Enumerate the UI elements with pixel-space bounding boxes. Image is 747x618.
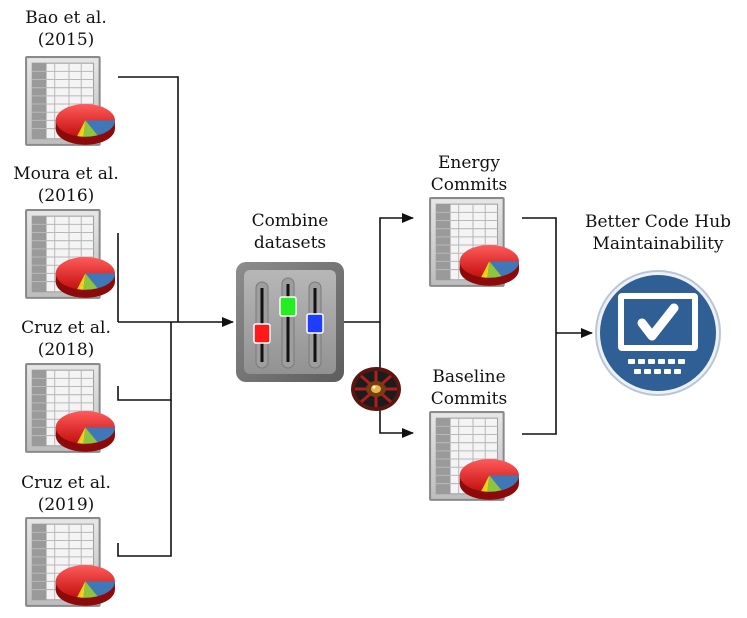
spreadsheet-chart-icon <box>24 55 116 147</box>
output-label-line2: Commits <box>430 389 508 409</box>
source-label-line1: Cruz et al. <box>21 473 111 493</box>
source-label-line2: (2015) <box>37 30 95 50</box>
output-label-line1: Energy <box>437 153 501 173</box>
output-label-line1: Baseline <box>432 367 506 387</box>
final-label-line2: Maintainability <box>592 234 724 254</box>
spreadsheet-chart-icon <box>24 208 116 300</box>
connector-lines <box>117 76 593 557</box>
source-label-bao-2015: Bao et al. (2015) <box>0 7 132 51</box>
monitor-checkmark-icon <box>595 270 721 396</box>
combine-label-line2: datasets <box>253 233 327 253</box>
source-label-line2: (2016) <box>37 186 95 206</box>
final-label-line1: Better Code Hub <box>584 212 732 232</box>
spreadsheet-chart-icon <box>24 362 116 454</box>
source-label-line2: (2018) <box>37 340 95 360</box>
combine-label: Combine datasets <box>225 210 355 254</box>
output-label-baseline: Baseline Commits <box>404 366 534 410</box>
spreadsheet-chart-icon <box>428 410 520 502</box>
source-label-cruz-2018: Cruz et al. (2018) <box>0 317 132 361</box>
mixer-sliders-icon <box>236 262 344 382</box>
source-label-line1: Moura et al. <box>13 164 119 184</box>
roulette-wheel-icon <box>351 367 401 411</box>
output-label-energy: Energy Commits <box>404 152 534 196</box>
source-label-line1: Cruz et al. <box>21 318 111 338</box>
spreadsheet-chart-icon <box>24 516 116 608</box>
combine-label-line1: Combine <box>251 211 329 231</box>
source-label-cruz-2019: Cruz et al. (2019) <box>0 472 132 516</box>
output-label-line2: Commits <box>430 175 508 195</box>
source-label-line1: Bao et al. <box>25 8 107 28</box>
source-label-moura-2016: Moura et al. (2016) <box>0 163 132 207</box>
source-label-line2: (2019) <box>37 495 95 515</box>
final-label: Better Code Hub Maintainability <box>578 211 738 255</box>
spreadsheet-chart-icon <box>428 196 520 288</box>
